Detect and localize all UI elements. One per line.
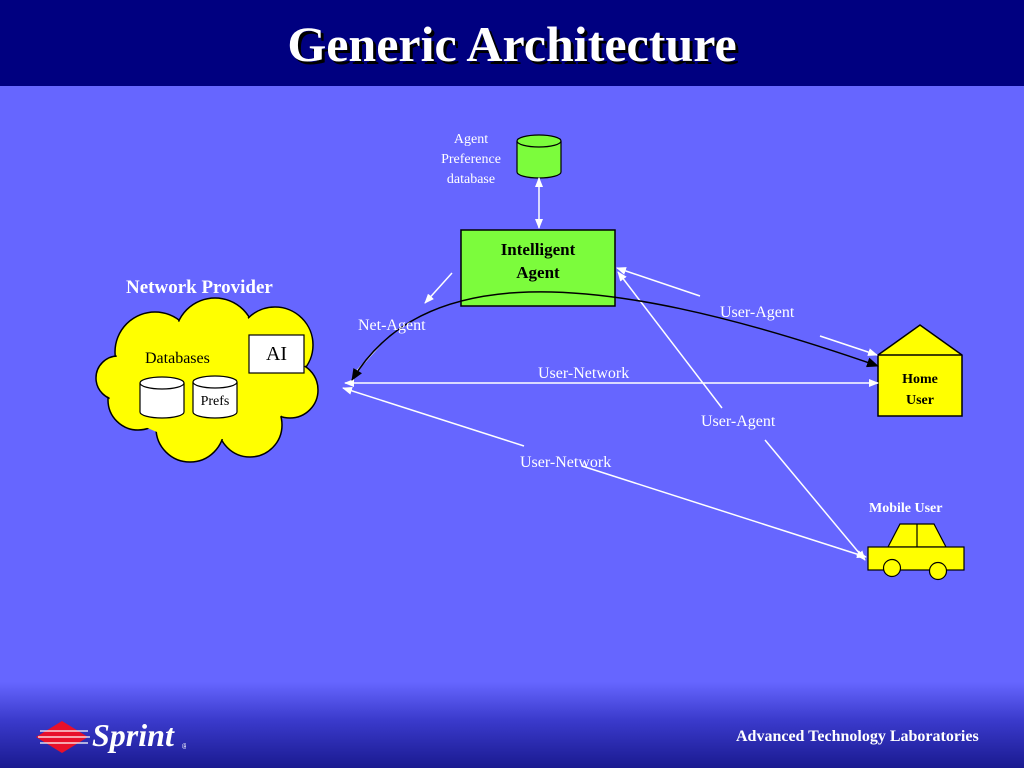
page-title: Generic Architecture bbox=[287, 16, 737, 72]
agent-preference-database-cylinder bbox=[516, 134, 562, 179]
intelligent-agent-label: Intelligent Agent bbox=[461, 238, 615, 284]
ai-box bbox=[248, 334, 305, 374]
prefs-database-cylinder bbox=[192, 375, 238, 419]
title-bar bbox=[0, 0, 1024, 86]
user-network-home-label: User-Network bbox=[538, 365, 630, 382]
network-provider-label: Network Provider bbox=[126, 277, 273, 298]
net-agent-link-upper bbox=[424, 272, 453, 304]
user-agent-home-label: User-Agent bbox=[720, 304, 795, 321]
agent-preference-database-label: Agent Preference database bbox=[430, 130, 512, 190]
agent-db-label-line-3: database bbox=[446, 172, 496, 187]
ai-label: AI bbox=[265, 343, 288, 365]
lab-name: Advanced Technology Laboratories bbox=[736, 728, 979, 745]
prefs-label: Prefs bbox=[200, 394, 230, 409]
intelligent-agent-label-line-2: Agent bbox=[516, 263, 560, 282]
sprint-logo-icon: ® bbox=[36, 721, 186, 753]
mobile-user-label: Mobile User bbox=[869, 501, 943, 516]
mobile-user-car bbox=[867, 523, 965, 581]
footer-band bbox=[0, 682, 1024, 768]
user-network-mobile-link-lower bbox=[581, 465, 867, 559]
user-agent-home-link-upper bbox=[616, 267, 701, 297]
network-home-curved-link bbox=[351, 291, 879, 381]
agent-db-label-line-1: Agent bbox=[453, 132, 489, 147]
user-network-mobile-label: User-Network bbox=[520, 454, 612, 471]
svg-text:®: ® bbox=[182, 742, 186, 751]
home-user-label: Home User bbox=[878, 369, 962, 411]
user-agent-home-link-lower bbox=[819, 335, 878, 356]
sprint-brand-text: Sprint bbox=[92, 717, 174, 753]
database-cylinder bbox=[139, 376, 185, 419]
home-user-house bbox=[877, 324, 963, 417]
user-agent-mobile-label: User-Agent bbox=[701, 413, 776, 430]
databases-label: Databases bbox=[145, 350, 210, 367]
home-user-label-line-1: Home bbox=[902, 372, 938, 387]
user-agent-mobile-link-upper bbox=[617, 271, 723, 409]
intelligent-agent-box bbox=[460, 229, 616, 307]
net-agent-label: Net-Agent bbox=[358, 317, 426, 334]
home-user-label-line-2: User bbox=[906, 393, 934, 408]
agent-db-label-line-2: Preference bbox=[441, 152, 501, 167]
user-agent-mobile-link-lower bbox=[764, 439, 866, 561]
user-network-mobile-link-upper bbox=[342, 386, 525, 447]
intelligent-agent-label-line-1: Intelligent bbox=[500, 240, 576, 259]
